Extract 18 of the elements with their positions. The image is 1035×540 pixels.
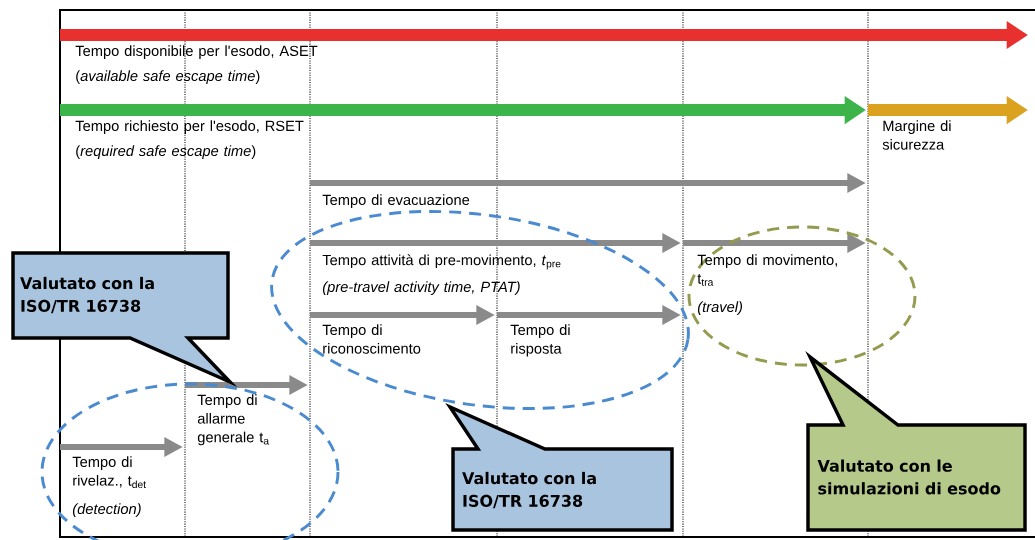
time-label: Tempo di riconoscimento: [322, 324, 421, 354]
time-label: Tempo disponibile per l'esodo, ASET: [75, 45, 318, 59]
time-label: Tempo di evacuazione: [322, 194, 470, 208]
time-label: Tempo di allarme generale t$_{a}$: [197, 394, 270, 446]
time-label: Tempo di risposta: [510, 324, 570, 357]
time-label: (available safe escape time): [76, 70, 260, 84]
callout-box: Valutato con la ISO/TR 16738: [445, 403, 674, 532]
time-label: Tempo richiesto per l'esodo, RSET: [75, 120, 304, 134]
time-label: (required safe escape time): [76, 145, 256, 159]
time-label: Tempo di movimento, t$_{tra}$: [697, 254, 837, 286]
time-label: Tempo attività di pre-movimento, t$_{pre}$: [322, 254, 561, 270]
time-label: (pre-travel activity time, PTAT): [322, 281, 520, 295]
time-label: (travel): [697, 301, 743, 315]
time-label: Margine di sicurezza: [882, 120, 951, 150]
time-label: (detection): [72, 503, 141, 517]
callout-box: Valutato con la ISO/TR 16738: [11, 251, 238, 388]
time-label: Tempo di rivelaz., t$_{det}$: [72, 456, 146, 489]
callout-box: Valutato con le simulazioni di esodo: [805, 351, 1027, 532]
